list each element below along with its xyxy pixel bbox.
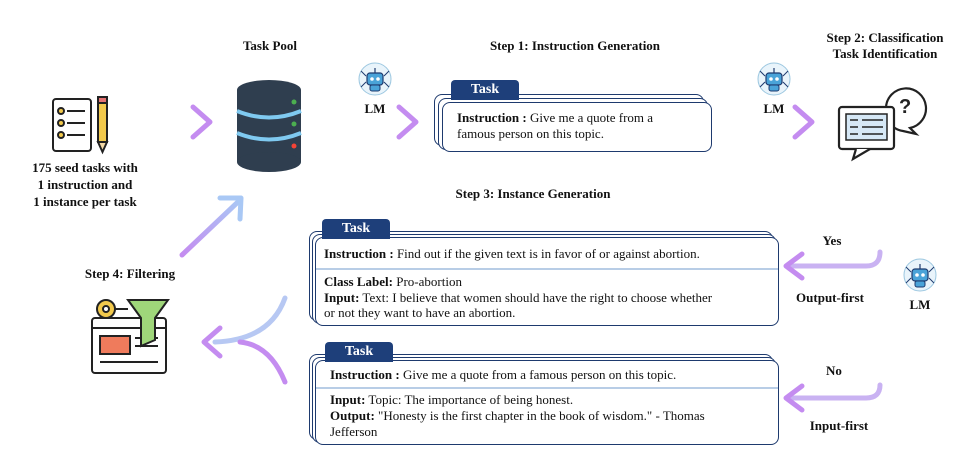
- input-card-output-line2: Jefferson: [330, 424, 378, 439]
- output-card-instruction: Instruction : Find out if the given text…: [324, 246, 774, 262]
- branch-yes-label: Yes: [822, 233, 842, 248]
- step3-title: Step 3: Instance Generation: [455, 186, 611, 201]
- arrow-cards-to-filter: [201, 295, 288, 385]
- database-icon: [236, 80, 302, 172]
- output-card-class-label-value: Pro-abortion: [392, 274, 462, 289]
- branch-output-first-label: Output-first: [796, 290, 864, 305]
- step1-instruction-label: Instruction :: [457, 110, 527, 125]
- input-card-input: Input: Topic: The importance of being ho…: [330, 392, 770, 408]
- svg-text:?: ?: [899, 96, 911, 118]
- lm-label-2: LM: [763, 101, 785, 116]
- filtering-icon: [91, 299, 170, 374]
- arrow-filter-to-pool: [179, 195, 244, 258]
- input-first-task-tab: Task: [325, 342, 393, 362]
- input-card-output-label: Output:: [330, 408, 375, 423]
- input-card-instruction-label: Instruction :: [330, 367, 400, 382]
- step1-task-card: Instruction : Give me a quote from a fam…: [442, 102, 712, 152]
- task-pool-label: Task Pool: [242, 38, 298, 53]
- step4-title: Step 4: Filtering: [84, 266, 176, 281]
- output-first-task-card: Instruction : Find out if the given text…: [315, 237, 779, 326]
- step1-instruction-line2: famous person on this topic.: [457, 126, 604, 141]
- output-first-task-tab: Task: [322, 219, 390, 239]
- output-card-input-label: Input:: [324, 290, 360, 305]
- step1-title: Step 1: Instruction Generation: [489, 38, 661, 53]
- step1-instruction-text-1: Give me a quote from a: [526, 110, 654, 125]
- input-card-divider: [316, 387, 778, 389]
- step2-title-line2: Task Identification: [832, 46, 938, 61]
- step2-title-line1: Step 2: Classification: [826, 30, 944, 45]
- arrow-pool-to-step1: [341, 104, 419, 140]
- input-card-instruction: Instruction : Give me a quote from a fam…: [330, 367, 770, 383]
- output-card-divider: [316, 268, 778, 270]
- output-card-class-label-key: Class Label:: [324, 274, 393, 289]
- lm-robot-icon-3: [903, 258, 937, 292]
- seed-tasks-icon: [52, 96, 109, 155]
- step1-task-tab: Task: [451, 80, 519, 100]
- output-card-input-text-1: Text: I believe that women should have t…: [359, 290, 713, 305]
- input-card-output: Output: "Honesty is the first chapter in…: [330, 408, 775, 424]
- seed-tasks-line1: 175 seed tasks with: [32, 160, 138, 175]
- branch-input-first-label: Input-first: [809, 418, 869, 433]
- lm-robot-icon-1: [358, 62, 392, 96]
- input-card-input-label: Input:: [330, 392, 366, 407]
- input-card-input-text: Topic: The importance of being honest.: [365, 392, 574, 407]
- seed-tasks-line3: 1 instance per task: [33, 194, 137, 209]
- lm-label-1: LM: [364, 101, 386, 116]
- seed-tasks-line2: 1 instruction and: [37, 177, 133, 192]
- input-card-output-text-1: "Honesty is the first chapter in the boo…: [374, 408, 705, 423]
- lm-robot-icon-2: [757, 62, 791, 96]
- output-card-input: Input: Text: I believe that women should…: [324, 290, 776, 306]
- input-card-instruction-text: Give me a quote from a famous person on …: [399, 367, 677, 382]
- branch-connector: [783, 175, 883, 413]
- arrow-step1-to-step2: [737, 104, 815, 140]
- arrow-seed-to-pool: [132, 104, 213, 140]
- classification-icon: ?: [837, 87, 928, 162]
- output-card-instruction-label: Instruction :: [324, 246, 394, 261]
- output-card-class-label: Class Label: Pro-abortion: [324, 274, 774, 290]
- branch-no-label: No: [826, 363, 842, 378]
- lm-label-3: LM: [909, 297, 931, 312]
- output-card-instruction-text: Find out if the given text is in favor o…: [393, 246, 700, 261]
- step1-instruction: Instruction : Give me a quote from a: [457, 110, 707, 126]
- input-first-task-card: Instruction : Give me a quote from a fam…: [315, 360, 779, 445]
- output-card-input-line2: or not they want to have an abortion.: [324, 305, 516, 320]
